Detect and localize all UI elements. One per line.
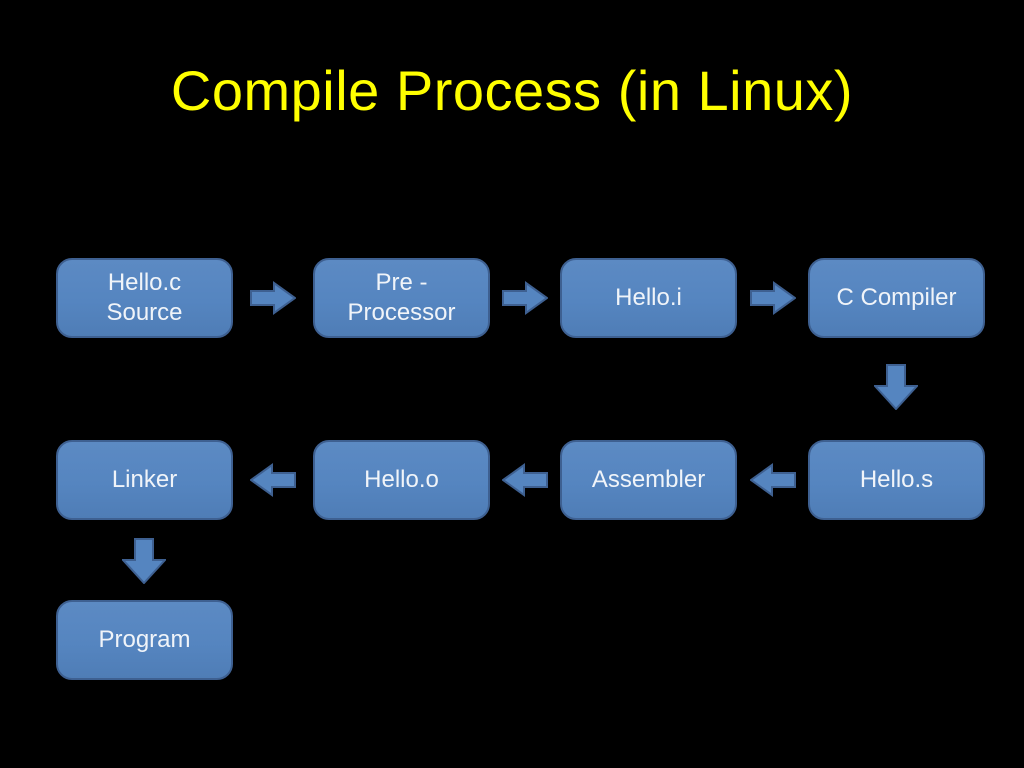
arrow-down-icon-1 — [874, 364, 918, 410]
arrow-right-icon-3 — [750, 281, 796, 315]
node-c-compiler: C Compiler — [808, 258, 985, 338]
node-label-program: Program — [98, 626, 191, 653]
node-label-hello-c-source: Hello.c Source — [106, 269, 183, 326]
node-program: Program — [56, 600, 233, 680]
node-label-hello-i: Hello.i — [615, 284, 682, 311]
node-hello-i: Hello.i — [560, 258, 737, 338]
arrow-down-icon-2 — [122, 538, 166, 584]
node-label-c-compiler: C Compiler — [836, 284, 957, 311]
node-assembler: Assembler — [560, 440, 737, 520]
node-label-assembler: Assembler — [591, 466, 706, 493]
node-label-hello-s: Hello.s — [859, 466, 934, 493]
arrow-right-icon-2 — [502, 281, 548, 315]
node-label-linker: Linker — [111, 466, 178, 493]
node-pre-processor: Pre - Processor — [313, 258, 490, 338]
arrow-right-icon-1 — [250, 281, 296, 315]
arrow-left-icon-3 — [750, 463, 796, 497]
node-label-hello-o: Hello.o — [364, 466, 439, 493]
node-label-pre-processor: Pre - Processor — [347, 269, 456, 326]
node-hello-s: Hello.s — [808, 440, 985, 520]
arrow-left-icon-1 — [250, 463, 296, 497]
arrow-left-icon-2 — [502, 463, 548, 497]
slide-title: Compile Process (in Linux) — [170, 59, 854, 122]
node-linker: Linker — [56, 440, 233, 520]
node-hello-c-source: Hello.c Source — [56, 258, 233, 338]
node-hello-o: Hello.o — [313, 440, 490, 520]
